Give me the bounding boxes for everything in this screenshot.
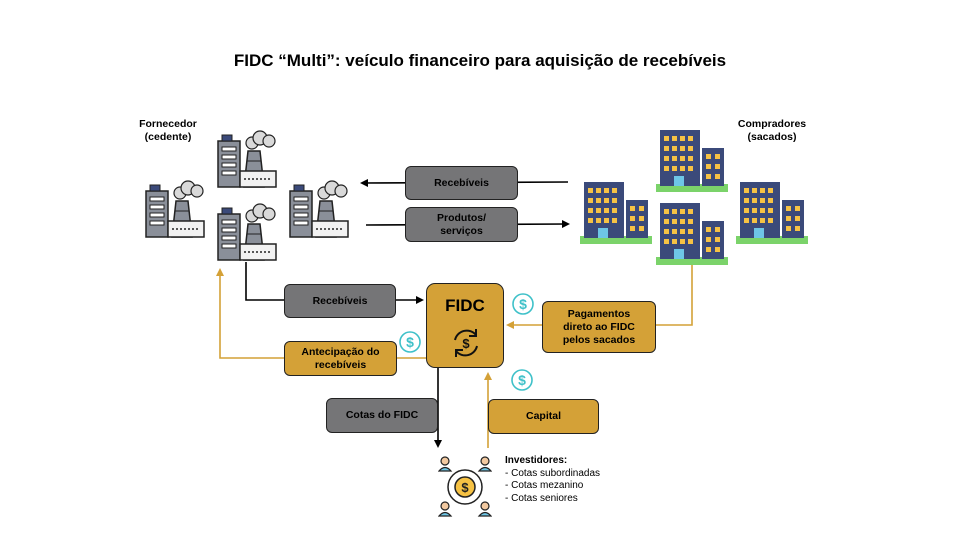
refresh-dollar-icon: $: [454, 329, 478, 357]
produtos-servicos-box: Produtos/ serviços: [405, 207, 518, 242]
dollar-coin-icon: [399, 331, 421, 353]
antecipacao-box: Antecipação do recebíveis: [284, 341, 397, 376]
fidc-label: FIDC: [445, 296, 485, 315]
antecipacao-line1: Antecipação do: [301, 345, 380, 358]
svg-text:$: $: [462, 336, 470, 351]
capital-box-label: Capital: [525, 410, 561, 422]
recebiveis-box-mid: Recebíveis: [284, 284, 396, 318]
buyers-label: Compradores (sacados): [734, 118, 810, 144]
dollar-coin-icon: [512, 293, 534, 315]
cotas-box-label: Cotas do FIDC: [345, 409, 419, 421]
pagamentos-line2: direto ao FIDC: [563, 320, 635, 333]
office-building-icon: [580, 182, 652, 244]
cotas-box: Cotas do FIDC: [326, 398, 438, 433]
factory-icon: [217, 203, 277, 261]
capital-box: Capital: [488, 399, 599, 434]
factory-icon: [217, 130, 277, 188]
antecipacao-line2: recebíveis: [314, 358, 367, 371]
recebiveis-box-top: Recebíveis: [405, 166, 518, 200]
recebiveis-box-top-label: Recebíveis: [434, 176, 489, 189]
pagamentos-line3: pelos sacados: [562, 333, 636, 346]
produtos-line1: Produtos/: [437, 211, 486, 224]
produtos-line2: serviços: [440, 224, 483, 237]
investors-heading: Investidores:: [505, 455, 568, 466]
dollar-coin-icon: [511, 369, 533, 391]
investors-text: Investidores: - Cotas subordinadas - Cot…: [505, 455, 600, 505]
office-building-icon: [656, 203, 728, 265]
pagamentos-line1: Pagamentos: [567, 307, 631, 320]
factory-icon: [289, 180, 349, 238]
supplier-label-line1: Fornecedor: [139, 118, 197, 130]
office-building-icon: [656, 130, 728, 192]
investors-item: - Cotas subordinadas: [505, 467, 601, 479]
investors-item: - Cotas seniores: [505, 492, 578, 504]
office-building-icon: [736, 182, 808, 244]
supplier-label-line2: (cedente): [144, 131, 192, 143]
recebiveis-box-mid-label: Recebíveis: [312, 294, 368, 307]
investors-item: - Cotas mezanino: [505, 480, 584, 491]
buyers-label-line1: Compradores: [737, 118, 807, 130]
fidc-box: FIDC $: [426, 283, 504, 368]
pagamentos-box: Pagamentos direto ao FIDC pelos sacados: [542, 301, 656, 353]
svg-text:$: $: [461, 480, 469, 495]
buyers-label-line2: (sacados): [747, 131, 797, 143]
supplier-label: Fornecedor (cedente): [130, 118, 206, 144]
page-title: FIDC “Multi”: veículo financeiro para aq…: [233, 51, 727, 70]
investors-group-icon: $: [438, 456, 492, 517]
factory-icon: [145, 180, 205, 238]
